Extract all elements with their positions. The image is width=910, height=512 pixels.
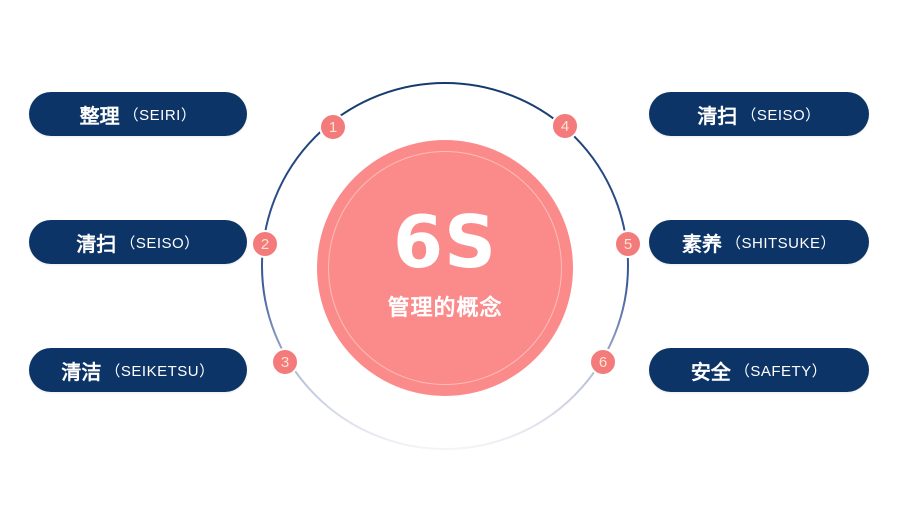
item-zh: 整理	[79, 103, 120, 128]
badge-4: 4	[551, 112, 579, 140]
item-seiri: 整理 （SEIRI）	[29, 92, 247, 136]
item-en: （SEIRI）	[123, 106, 197, 124]
item-safety: 安全 （SAFETY）	[649, 348, 869, 392]
item-seiketsu: 清洁 （SEIKETSU）	[29, 348, 247, 392]
item-zh: 素养	[681, 231, 722, 256]
item-shitsuke: 素养 （SHITSUKE）	[649, 220, 869, 264]
badge-3: 3	[271, 348, 299, 376]
item-zh: 安全	[690, 359, 731, 384]
item-seiso-left: 清扫 （SEISO）	[29, 220, 247, 264]
center-title: 6S	[393, 200, 497, 284]
badge-6: 6	[589, 348, 617, 376]
item-zh: 清洁	[61, 359, 102, 384]
item-zh: 清扫	[697, 103, 738, 128]
center-inner-ring	[328, 151, 562, 385]
item-en: （SEIKETSU）	[105, 362, 215, 380]
item-en: （SAFETY）	[734, 362, 828, 380]
center-circle: 6S 管理的概念	[317, 140, 573, 396]
badge-5: 5	[614, 230, 642, 258]
item-zh: 清扫	[76, 231, 117, 256]
item-seiso-right: 清扫 （SEISO）	[649, 92, 869, 136]
badge-1: 1	[319, 113, 347, 141]
item-en: （SEISO）	[120, 234, 200, 252]
center-subtitle: 管理的概念	[387, 296, 503, 321]
item-en: （SHITSUKE）	[725, 234, 836, 252]
badge-2: 2	[251, 230, 279, 258]
item-en: （SEISO）	[741, 106, 821, 124]
